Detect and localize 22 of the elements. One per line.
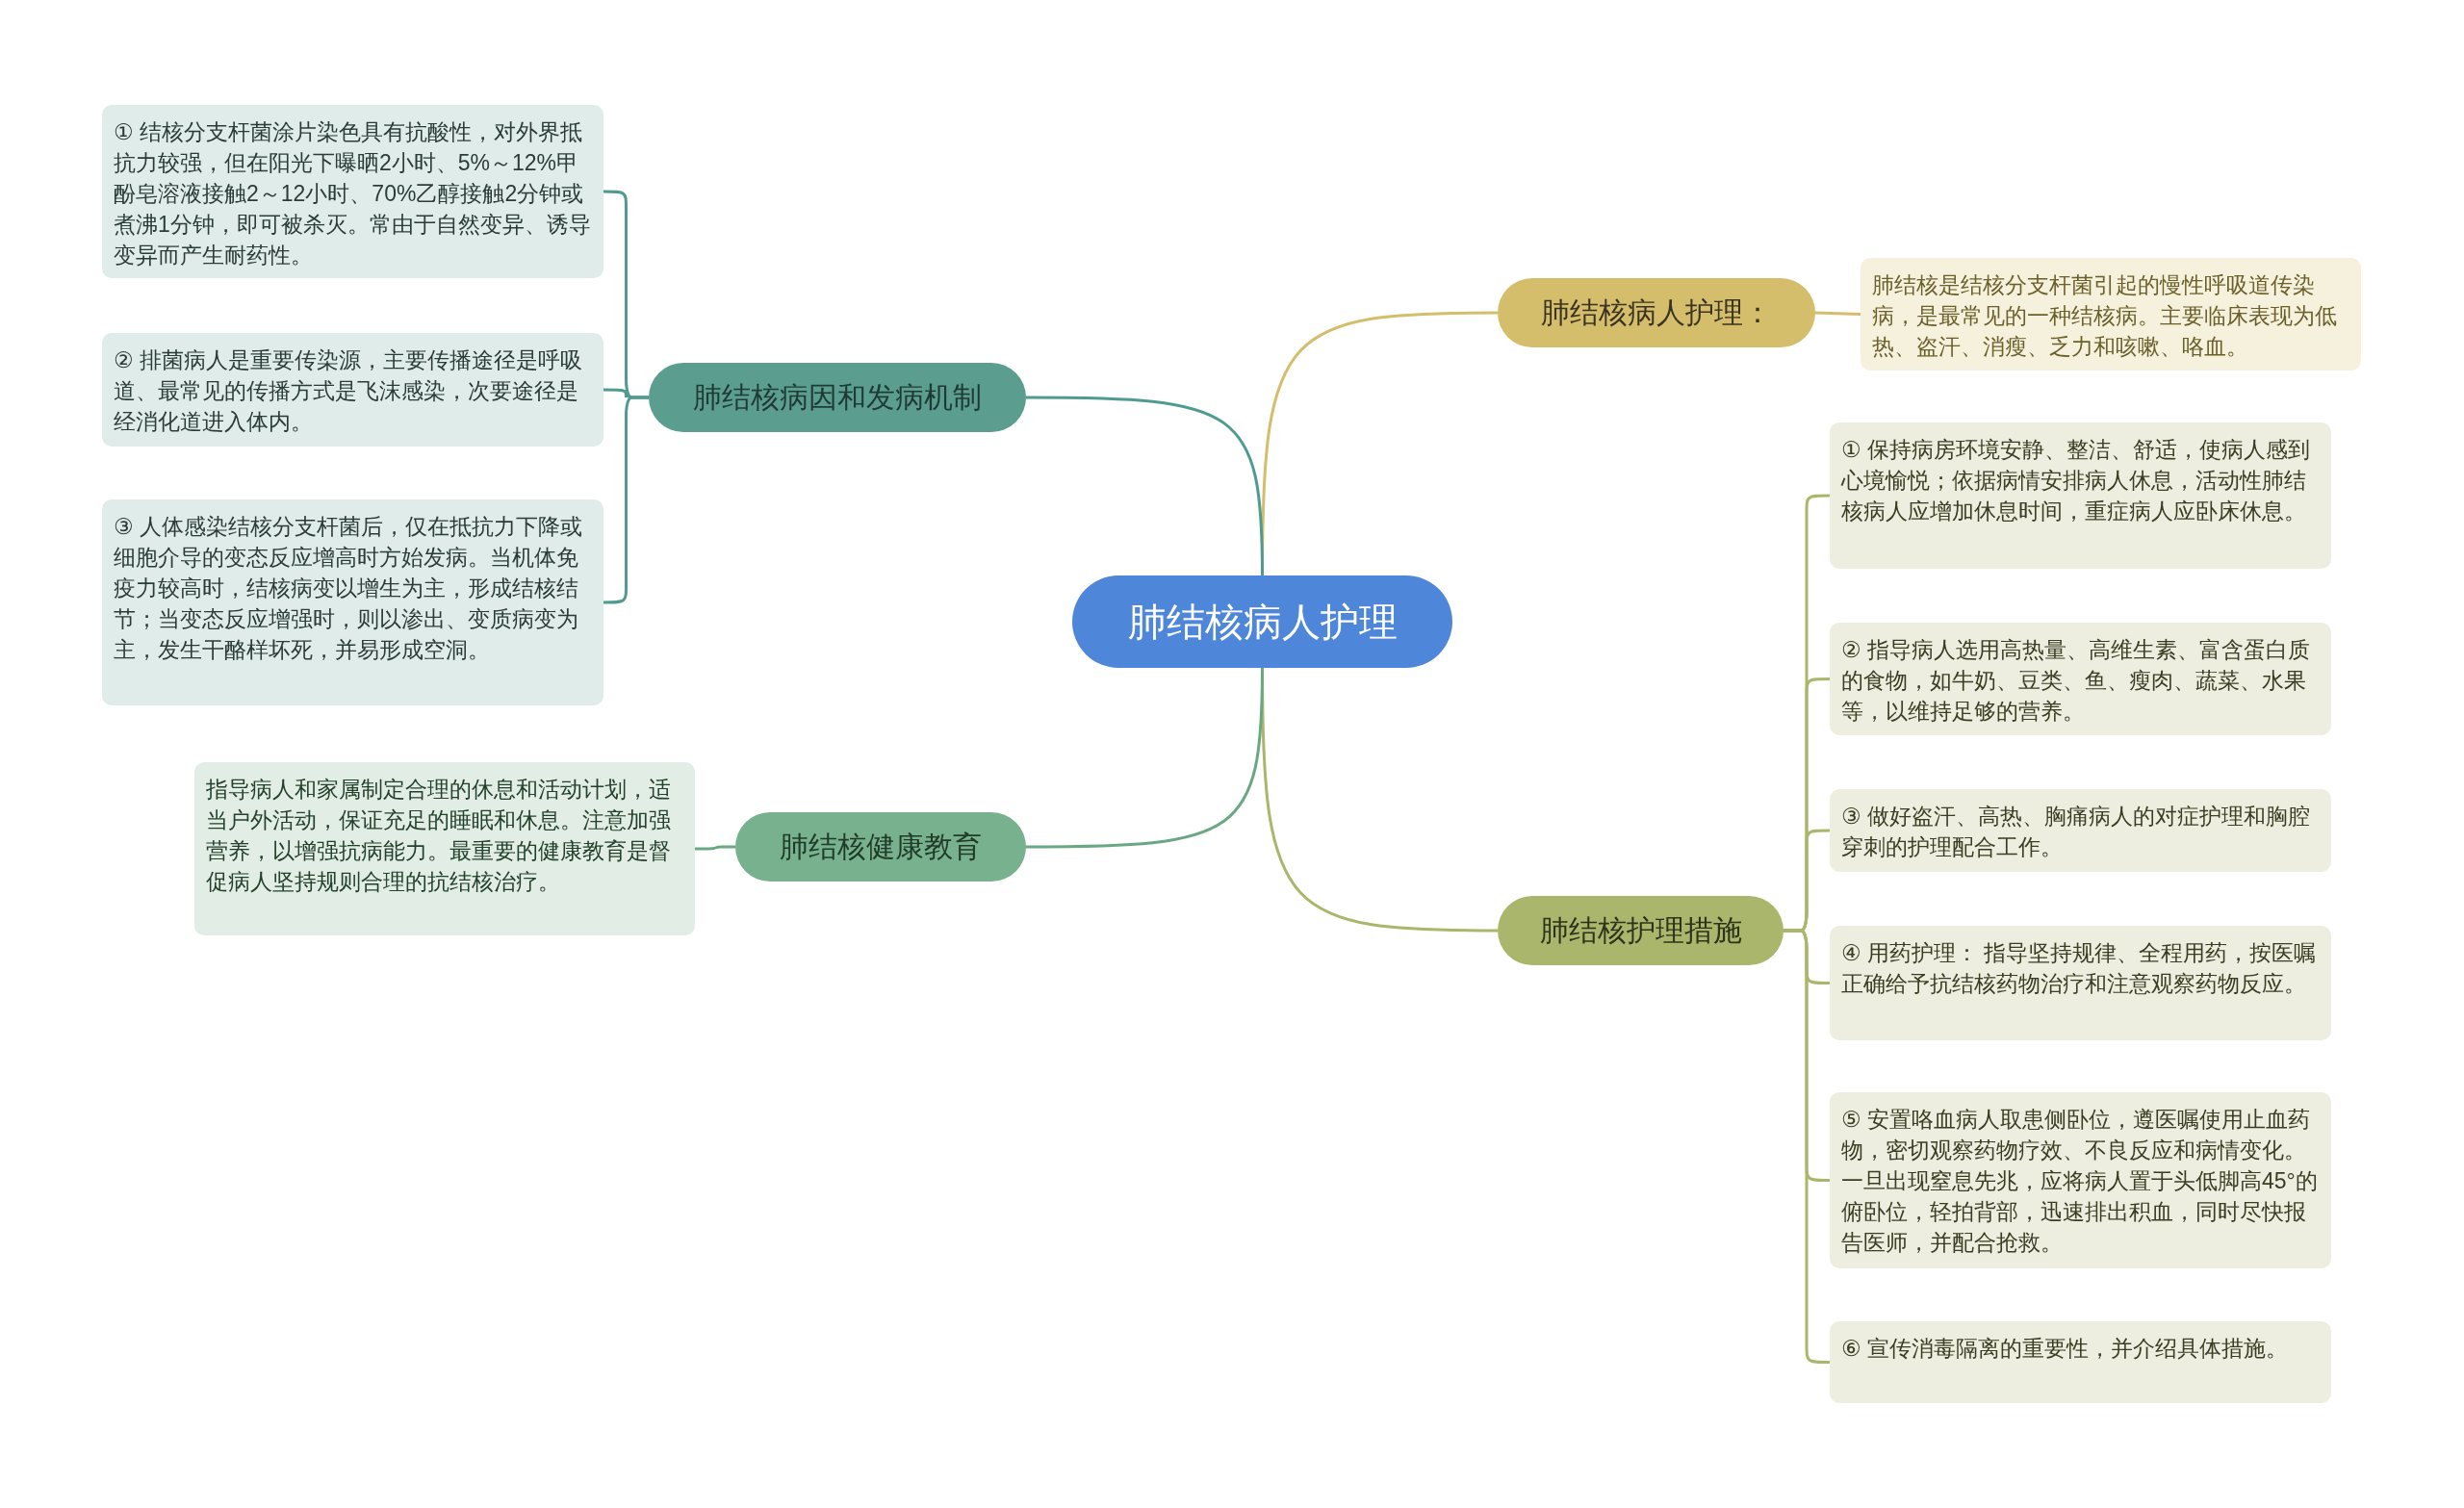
note-box: ⑥ 宣传消毒隔离的重要性，并介绍具体措施。 — [1830, 1321, 2331, 1403]
topic-pill: 肺结核病人护理： — [1498, 278, 1815, 347]
note-box: ① 保持病房环境安静、整洁、舒适，使病人感到心境愉悦；依据病情安排病人休息，活动性肺结核病人应增加休息时间，重症病人应卧床休息。 — [1830, 422, 2331, 569]
central-topic: 肺结核病人护理 — [1072, 575, 1452, 668]
connector-line — [1026, 396, 1264, 576]
note-box: ② 指导病人选用高热量、高维生素、富含蛋白质的食物，如牛奶、豆类、鱼、瘦肉、蔬菜、水果等，以维持足够的营养。 — [1830, 623, 2331, 735]
topic-pill: 肺结核病因和发病机制 — [649, 363, 1026, 432]
note-box: ① 结核分支杆菌涂片染色具有抗酸性，对外界抵抗力较强，但在阳光下曝晒2小时、5%～12%甲酚皂溶液接触2～12小时、70%乙醇接触2分钟或煮沸1分钟，即可被杀灭。常由于自然变异、诱导变异而产生耐药性。 — [102, 105, 603, 278]
note-box: ② 排菌病人是重要传染源，主要传播途径是呼吸道、最常见的传播方式是飞沫感染，次要途径是经消化道进入体内。 — [102, 333, 603, 447]
connector-line — [695, 845, 735, 851]
topic-pill: 肺结核健康教育 — [735, 812, 1026, 882]
connector-line — [1784, 929, 1830, 1364]
connector-line — [603, 396, 649, 604]
connector-line — [1026, 667, 1264, 849]
note-box: ③ 人体感染结核分支杆菌后，仅在抵抗力下降或细胞介导的变态反应增高时方始发病。当机体免疫力较高时，结核病变以增生为主，形成结核结节；当变态反应增强时，则以渗出、变质病变为主，发生干酪样坏死，并易形成空洞。 — [102, 499, 603, 705]
note-box: ⑤ 安置咯血病人取患侧卧位，遵医嘱使用止血药物，密切观察药物疗效、不良反应和病情变化。一旦出现窒息先兆，应将病人置于头低脚高45°的俯卧位，轻拍背部，迅速排出积血，同时尽快报告医师，并配合抢救。 — [1830, 1092, 2331, 1268]
note-box: 肺结核是结核分支杆菌引起的慢性呼吸道传染病，是最常见的一种结核病。主要临床表现为低热、盗汗、消瘦、乏力和咳嗽、咯血。 — [1861, 258, 2361, 371]
note-box: ④ 用药护理： 指导坚持规律、全程用药，按医嘱正确给予抗结核药物治疗和注意观察药物反应。 — [1830, 926, 2331, 1040]
note-box: 指导病人和家属制定合理的休息和活动计划，适当户外活动，保证充足的睡眠和休息。注意加强营养，以增强抗病能力。最重要的健康教育是督促病人坚持规则合理的抗结核治疗。 — [194, 762, 695, 935]
connector-line — [1814, 311, 1861, 316]
note-box: ③ 做好盗汗、高热、胸痛病人的对症护理和胸腔穿刺的护理配合工作。 — [1830, 789, 2331, 872]
topic-pill: 肺结核护理措施 — [1498, 896, 1784, 965]
